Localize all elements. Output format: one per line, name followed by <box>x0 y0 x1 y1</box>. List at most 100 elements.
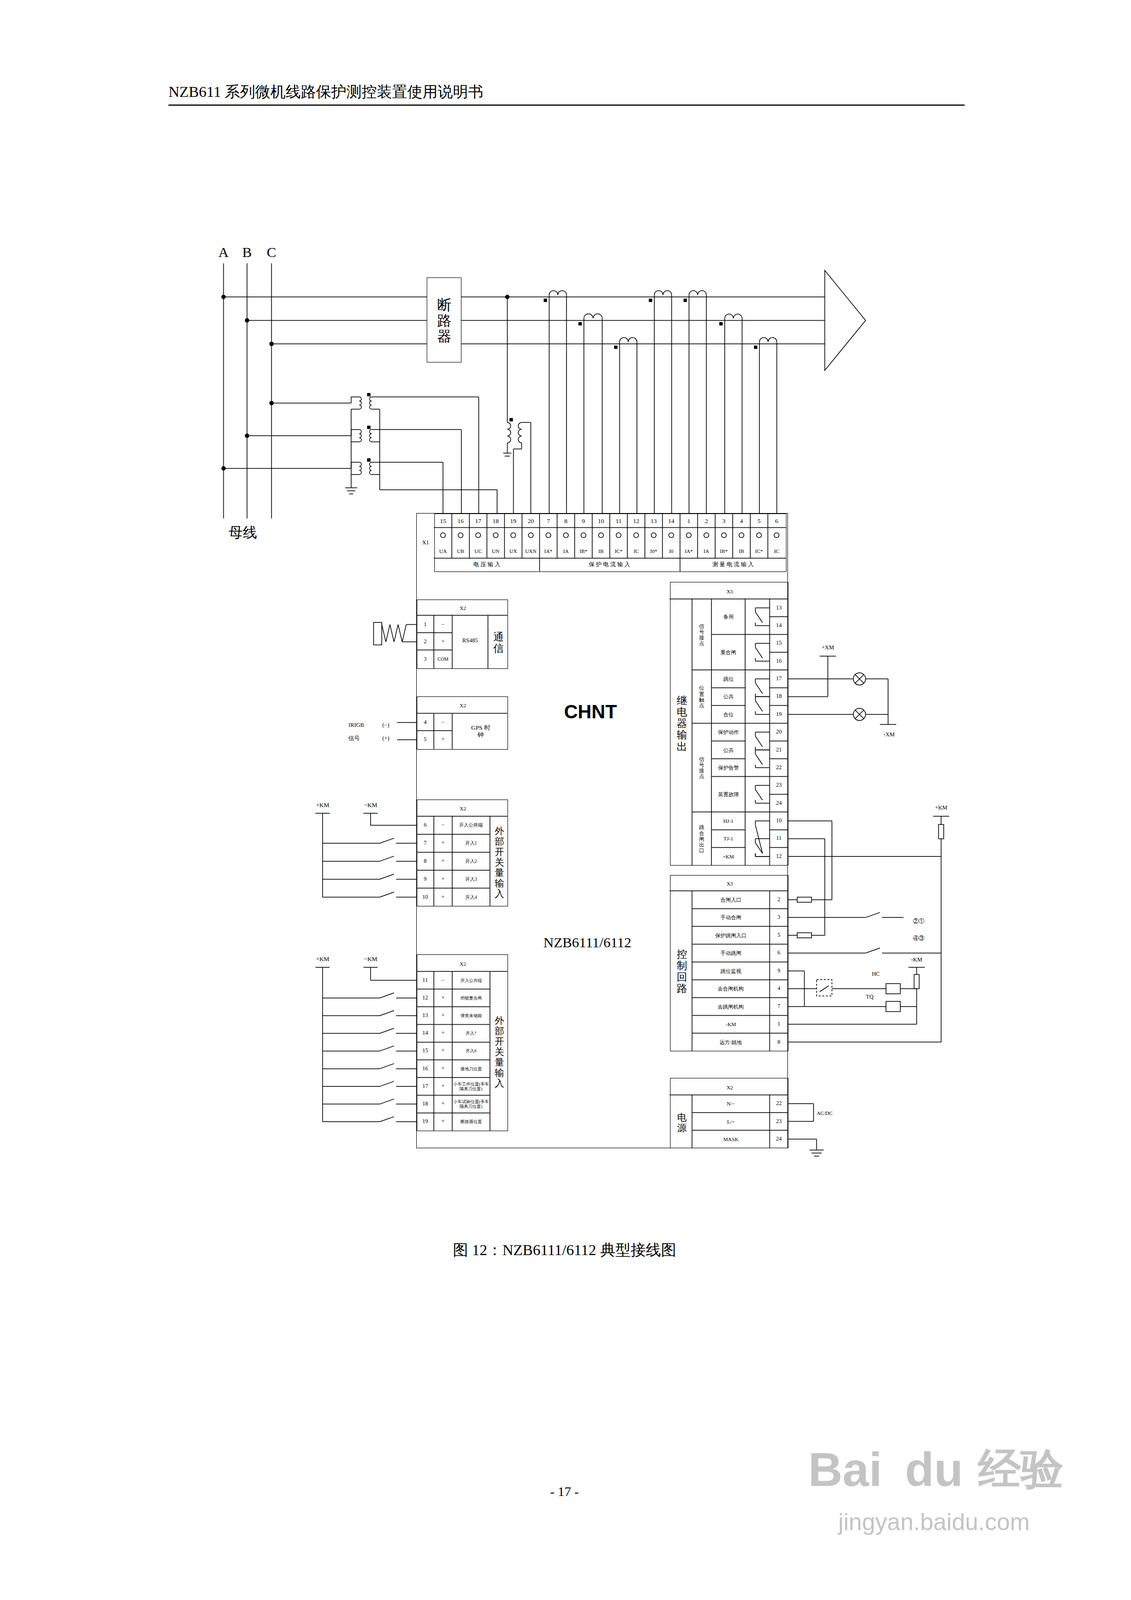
wire <box>379 892 394 898</box>
wire <box>416 1024 490 1026</box>
wire <box>787 917 866 919</box>
wire <box>691 997 788 999</box>
wire <box>787 1024 917 1026</box>
node-heading: X2 <box>726 1084 733 1091</box>
terminal-label: +KM <box>934 805 948 812</box>
wire <box>797 897 812 903</box>
terminal-label: + <box>441 1012 445 1020</box>
wire <box>592 513 594 559</box>
wire <box>724 314 743 319</box>
terminal-label: 开入1 <box>465 840 478 847</box>
wire <box>322 861 380 863</box>
wire <box>855 674 864 684</box>
wire <box>755 679 757 684</box>
terminal-label: 1 <box>423 621 427 629</box>
wire <box>755 696 757 701</box>
terminal-label: 去跳闸机构 <box>717 1003 744 1010</box>
terminal-label: 16 <box>422 1065 429 1073</box>
wire <box>755 643 757 648</box>
wire <box>758 342 760 514</box>
wire <box>755 608 757 613</box>
wire <box>609 513 611 559</box>
wire <box>636 342 638 514</box>
wire <box>528 532 534 538</box>
wire <box>787 696 828 698</box>
wire <box>503 452 512 454</box>
terminal-label: 12 <box>776 853 782 861</box>
wire <box>755 789 763 801</box>
wire <box>351 461 360 463</box>
terminal-label: 去合闸机构 <box>717 986 744 993</box>
wire <box>565 295 567 514</box>
terminal-label: 保 护 电 流 输 入 <box>588 561 631 569</box>
wire <box>517 422 522 443</box>
terminal-label: + <box>441 995 445 1002</box>
wire <box>322 1086 380 1088</box>
wire <box>223 468 351 470</box>
wire <box>350 409 352 488</box>
wire <box>719 322 723 326</box>
terminal-label: 7 <box>423 840 427 847</box>
terminal-label: 9 <box>423 876 427 883</box>
wire <box>813 1103 815 1122</box>
wire <box>619 342 621 514</box>
wire <box>322 879 380 881</box>
wire <box>416 870 490 872</box>
terminal-label: 2 <box>777 896 781 904</box>
terminal-label: 13 <box>650 517 657 525</box>
wire <box>881 917 904 919</box>
wire <box>787 856 941 858</box>
wire <box>322 813 324 898</box>
wire <box>350 397 352 404</box>
wire <box>649 298 652 302</box>
node-text: NZB6111/6112 <box>543 934 632 951</box>
terminal-label: 保护告警 <box>718 765 739 772</box>
wire <box>345 487 358 489</box>
wire <box>475 532 481 538</box>
terminal-label: 7 <box>777 1003 781 1011</box>
wire <box>706 295 708 514</box>
wire <box>755 750 757 755</box>
terminal-label: 信号接点 <box>699 756 705 780</box>
wire <box>351 441 360 443</box>
wire <box>711 847 746 849</box>
page-header: NZB611 系列微机线路保护测控装置使用说明书 <box>168 83 484 101</box>
terminal-label: 14 <box>422 1030 429 1037</box>
wire <box>831 821 833 901</box>
wire <box>745 723 770 725</box>
wire <box>916 967 918 975</box>
terminal-label: 8 <box>423 858 427 865</box>
wire <box>755 825 763 854</box>
wire <box>819 655 836 657</box>
wire <box>776 342 778 514</box>
wire <box>223 263 225 519</box>
wire <box>691 979 788 981</box>
terminal-label: 开入公共端 <box>459 823 483 829</box>
wire <box>769 812 789 814</box>
breaker-box: 断路器 <box>426 277 462 363</box>
node-text: 通信 <box>493 631 504 655</box>
wire <box>787 714 854 716</box>
wire <box>900 1006 917 1008</box>
wire <box>442 462 444 514</box>
terminal-label: - 17 - <box>550 1484 580 1500</box>
terminal-label: 4 <box>777 985 781 993</box>
wire <box>381 624 407 643</box>
terminal-label: IB <box>598 548 604 555</box>
terminal-label: 开入公共端 <box>453 977 489 983</box>
wire <box>574 513 576 559</box>
node-heading: X3 <box>726 881 733 888</box>
node-heading: X2 <box>459 605 466 612</box>
wire <box>416 713 508 715</box>
terminal-label: 9 <box>582 517 586 525</box>
wire <box>370 967 372 981</box>
wire <box>769 794 789 796</box>
wire <box>745 670 770 671</box>
watermark: du <box>904 1442 963 1498</box>
wire <box>827 656 829 697</box>
terminal-label: IB <box>738 548 745 555</box>
terminal-label: 4 <box>423 719 427 727</box>
terminal-label: 22 <box>776 1101 782 1108</box>
terminal-label: + <box>441 858 445 865</box>
wire <box>691 812 712 814</box>
